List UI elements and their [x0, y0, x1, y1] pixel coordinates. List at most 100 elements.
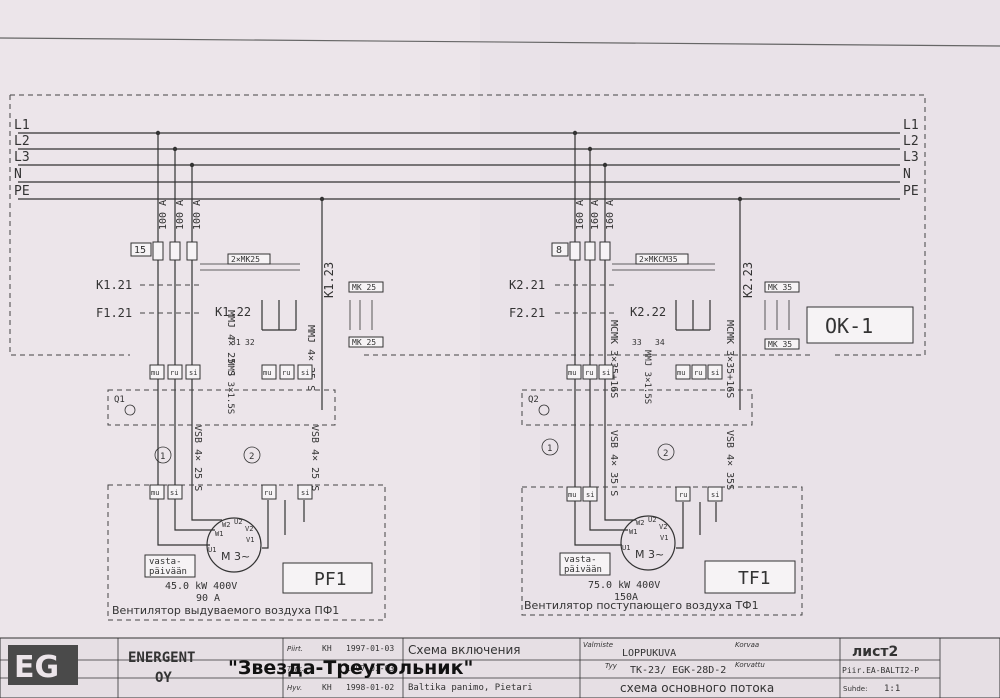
svg-text:1997-01-03: 1997-01-03	[346, 644, 394, 653]
right-caption: Вентилятор поступающего воздуха ТФ1	[524, 599, 759, 612]
svg-text:päivään: päivään	[149, 567, 187, 577]
tyy-value: TK-23/ EGK-28D-2	[630, 665, 726, 676]
left-aux-bottom: MK 25	[352, 338, 376, 347]
svg-text:si: si	[602, 369, 610, 377]
left-motor-symbol	[206, 517, 262, 573]
right-tag: TF1	[738, 568, 771, 589]
left-motor-box	[107, 484, 386, 621]
svg-text:W2: W2	[636, 519, 644, 527]
left-protection-box	[130, 242, 152, 257]
svg-text:W1: W1	[629, 528, 637, 536]
svg-text:si: si	[301, 489, 309, 497]
svg-text:mu: mu	[263, 369, 271, 377]
right-cable-top-a: MCMK 3×35+16S	[608, 320, 619, 398]
bus-label-left-pe: PE	[14, 184, 30, 199]
left-tag: PF1	[314, 569, 347, 590]
svg-text:M 3~: M 3~	[221, 550, 250, 563]
bus-label-right-pe: PE	[903, 184, 919, 199]
left-terminal-a: 31	[231, 338, 241, 347]
svg-text:vasta-: vasta-	[564, 555, 597, 565]
left-switch-label: Q1	[114, 395, 125, 405]
svg-text:1: 1	[547, 444, 552, 454]
right-current: 150A	[614, 592, 638, 603]
right-k-star-label: K2.22	[630, 305, 666, 319]
left-fuse-3	[186, 241, 198, 261]
left-cable-vsb-a: VSB 4× 25 S	[192, 425, 203, 491]
svg-text:si: si	[586, 491, 594, 499]
left-circle-2	[243, 446, 261, 464]
company-name-1: ENERGENT	[128, 650, 195, 666]
left-cable-vsb-b: VSB 4× 25 S	[309, 425, 320, 491]
bus-label-right-l1: L1	[903, 118, 919, 133]
svg-text:KH: KH	[322, 683, 332, 692]
panel-tag: OK-1	[825, 314, 873, 338]
left-power: 45.0 kW 400V	[165, 581, 237, 592]
left-drop-wires	[157, 133, 323, 505]
right-motor-box	[521, 486, 803, 616]
svg-text:V1: V1	[246, 536, 254, 544]
svg-text:si: si	[301, 369, 309, 377]
right-f-relay-label: F2.21	[509, 306, 545, 320]
right-aux-top: MK 35	[768, 283, 792, 292]
bus-label-left-n: N	[14, 167, 22, 182]
svg-text:1: 1	[160, 452, 165, 462]
svg-text:mu: mu	[151, 489, 159, 497]
right-power: 75.0 kW 400V	[588, 580, 660, 591]
svg-text:V1: V1	[660, 534, 668, 542]
svg-text:mu: mu	[568, 369, 576, 377]
left-current: 90 A	[196, 593, 220, 604]
left-caption: Вентилятор выдуваемого воздуха ПФ1	[112, 604, 339, 617]
left-fuse-1	[152, 241, 164, 261]
busbars: L1 L2 L3 N PE L1 L2 L3 N PE	[14, 118, 919, 200]
svg-text:mu: mu	[677, 369, 685, 377]
left-switch-box	[107, 389, 336, 426]
svg-text:Valmiste: Valmiste	[583, 641, 613, 649]
left-protection-label: 15	[134, 245, 146, 256]
svg-text:päivään: päivään	[564, 565, 602, 575]
feeder-left: 100 A 100 A 100 A 15 2×MK25 K1.21 F1.21 …	[96, 130, 386, 621]
svg-text:W1: W1	[215, 530, 223, 538]
svg-text:ru: ru	[679, 491, 687, 499]
left-fuse-rating-1: 100 A	[158, 200, 169, 230]
panel-tag-box	[806, 306, 914, 344]
right-switch-box	[521, 389, 753, 426]
svg-text:33: 33	[632, 338, 642, 347]
right-tag-box	[704, 560, 796, 594]
left-fuse-rating-3: 100 A	[192, 200, 203, 230]
bus-label-left-l3: L3	[14, 150, 30, 165]
scale-value: 1:1	[884, 684, 900, 694]
left-cable-top-b: MMJ 4× 25 S	[305, 325, 316, 391]
svg-text:ru: ru	[264, 489, 272, 497]
svg-text:1997-01-03: 1997-01-03	[346, 664, 394, 673]
left-aux-label: 2×MK25	[231, 255, 260, 264]
svg-text:1998-01-02: 1998-01-02	[346, 683, 394, 692]
right-cable-vsb-a: VSB 4× 35 S	[608, 430, 619, 496]
right-k-main-label: K2.21	[509, 278, 545, 292]
svg-text:ru: ru	[694, 369, 702, 377]
right-fuse-rating-2: 160 A	[590, 200, 601, 230]
right-k-delta-label: K2.23	[741, 262, 755, 298]
svg-text:U2: U2	[234, 518, 242, 526]
svg-text:Tyy: Tyy	[605, 662, 618, 670]
left-circle-1	[154, 446, 172, 464]
right-protection-box	[551, 242, 569, 257]
scheme-title: Схема включения	[408, 643, 521, 657]
svg-text:ru: ru	[170, 369, 178, 377]
svg-text:Korvattu: Korvattu	[735, 661, 765, 669]
left-f-relay-label: F1.21	[96, 306, 132, 320]
svg-text:Hyv.: Hyv.	[287, 684, 302, 692]
left-direction-box	[144, 554, 196, 578]
svg-text:si: si	[189, 369, 197, 377]
left-cable-top-a: MMJ 4× 25 S	[225, 310, 236, 376]
right-control-cable: MMJ 3×1.5S	[642, 350, 652, 404]
svg-text:U1: U1	[208, 546, 216, 554]
right-fuse-rating-3: 160 A	[605, 200, 616, 230]
svg-text:2: 2	[249, 452, 254, 462]
left-lower-terminals: mu si ru si	[149, 484, 313, 500]
project-name: Baltika panimo, Pietari	[408, 683, 533, 693]
right-switch-label: Q2	[528, 395, 539, 405]
right-upper-terminals: mu ru si mu ru si	[566, 364, 723, 380]
right-cable-vsb-b: VSB 4× 35S	[724, 430, 735, 490]
valmiste-value: LOPPUKUVA	[622, 648, 676, 659]
bus-label-left-l2: L2	[14, 134, 30, 149]
